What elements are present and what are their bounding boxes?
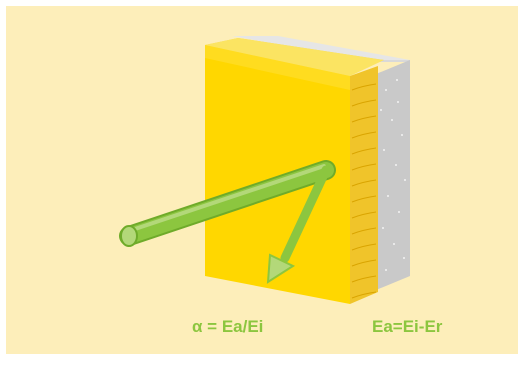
reflected-ray xyxy=(266,165,331,284)
yellow-panel-top xyxy=(205,38,384,76)
incident-ray-end-cap xyxy=(120,225,138,247)
reflected-ray-arrowhead xyxy=(266,253,296,284)
concrete-layer-top xyxy=(232,36,410,60)
yellow-panel-shade xyxy=(205,45,350,90)
insulation-texture xyxy=(351,83,377,299)
concrete-texture xyxy=(380,79,406,271)
absorbed-energy-formula: Ea=Ei-Er xyxy=(372,317,443,336)
concrete-layer-side xyxy=(376,60,410,290)
incident-ray xyxy=(119,160,336,247)
absorption-coefficient-formula: α = Ea/Ei xyxy=(192,317,264,336)
yellow-panel-front xyxy=(205,45,350,304)
